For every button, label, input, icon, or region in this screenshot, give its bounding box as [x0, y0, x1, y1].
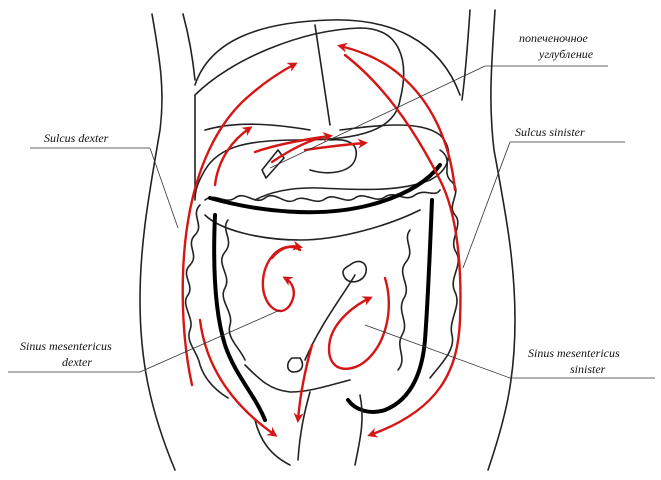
- leader-lines: [8, 65, 655, 379]
- torso-outline: [139, 9, 516, 471]
- descending-colon: [346, 149, 460, 414]
- flow-arrow-middle-down: [293, 343, 314, 423]
- label-hepatorenal-recess-line2: углубление: [538, 47, 594, 61]
- flow-arrow-upward: [337, 42, 457, 192]
- flow-arrow-sinus-dexter-top: [270, 240, 303, 260]
- flow-arrow-left-up-liver: [213, 126, 253, 187]
- transverse-colon: [204, 163, 442, 241]
- label-sulcus-sinister: Sulcus sinister: [515, 125, 585, 139]
- liver: [194, 24, 405, 201]
- ascending-colon: [184, 204, 267, 422]
- flow-arrow-right-descend: [198, 318, 278, 437]
- label-sulcus-dexter: Sulcus dexter: [44, 131, 109, 145]
- flow-arrow-hepatorenal-3: [270, 136, 322, 164]
- flow-arrow-sinus-sinister-loop: [327, 276, 391, 370]
- labels: попеченочное углубление Sulcus dexter Su…: [20, 31, 620, 376]
- label-hepatorenal-recess-line1: попеченочное: [519, 31, 589, 45]
- label-sinus-dexter-line1: Sinus mesentericus: [20, 339, 112, 353]
- label-sinus-sinister-line2: sinister: [570, 362, 606, 376]
- flow-arrow-hepatorenal-1: [253, 131, 333, 154]
- flow-arrow-sinus-dexter-loop: [261, 245, 302, 312]
- label-sinus-sinister-line1: Sinus mesentericus: [528, 346, 620, 360]
- stomach: [254, 124, 450, 201]
- flow-arrow-left-gutter: [343, 53, 462, 438]
- flow-arrow-right-gutter: [181, 62, 298, 387]
- label-sinus-dexter-line2: dexter: [62, 355, 92, 369]
- flow-arrows: [181, 42, 462, 438]
